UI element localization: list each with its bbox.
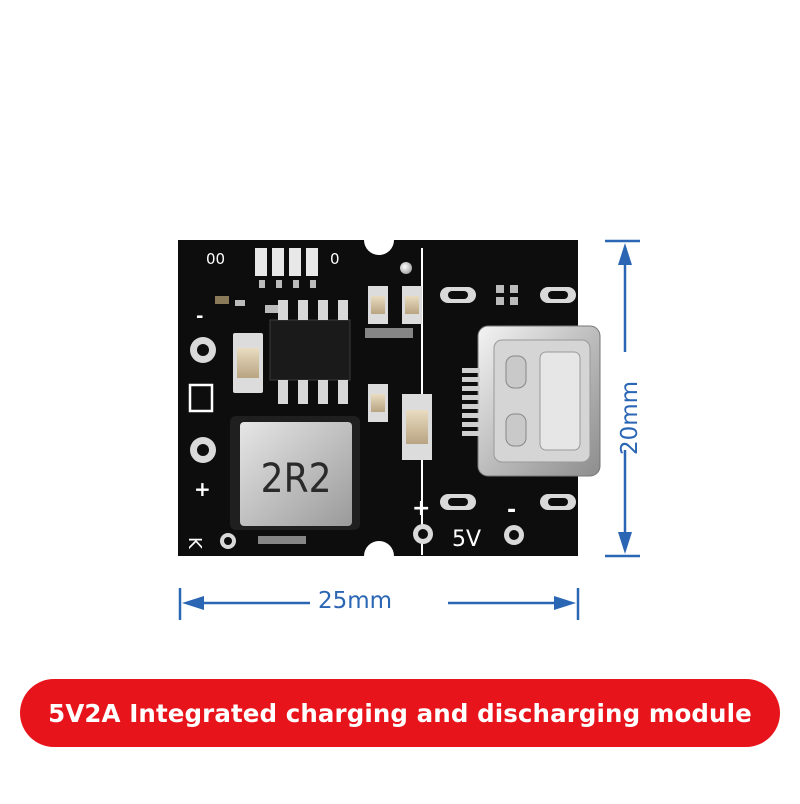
output-minus-label: - (507, 498, 516, 523)
silkscreen-box (188, 383, 214, 413)
height-dimension-arrow (605, 239, 640, 558)
product-banner: 5V2A Integrated charging and discharging… (20, 679, 780, 747)
output-plus-label: + (412, 496, 430, 521)
voltage-label: 5V (452, 527, 481, 552)
left-plus-label: + (194, 477, 211, 501)
capacitors (233, 286, 432, 460)
banner-text: 5V2A Integrated charging and discharging… (48, 698, 752, 728)
zero-marking: 0 (330, 250, 340, 268)
led-pads (255, 248, 318, 288)
usb-c-connector (462, 325, 601, 477)
small-smd-parts (215, 296, 413, 544)
ic-chip (269, 300, 351, 404)
via-hole (400, 262, 412, 274)
width-dimension-arrow (178, 588, 580, 620)
output-pads (413, 285, 576, 545)
k-label: K (184, 537, 205, 550)
height-dimension-label: 20mm (617, 380, 643, 456)
inductor (230, 416, 360, 530)
width-dimension-label: 25mm (318, 588, 393, 614)
height-dimension: 20mm (610, 360, 650, 480)
inductor-marking: 2R2 (261, 455, 332, 501)
top-marking: 00 (206, 250, 225, 268)
left-minus-label: - (196, 306, 203, 327)
